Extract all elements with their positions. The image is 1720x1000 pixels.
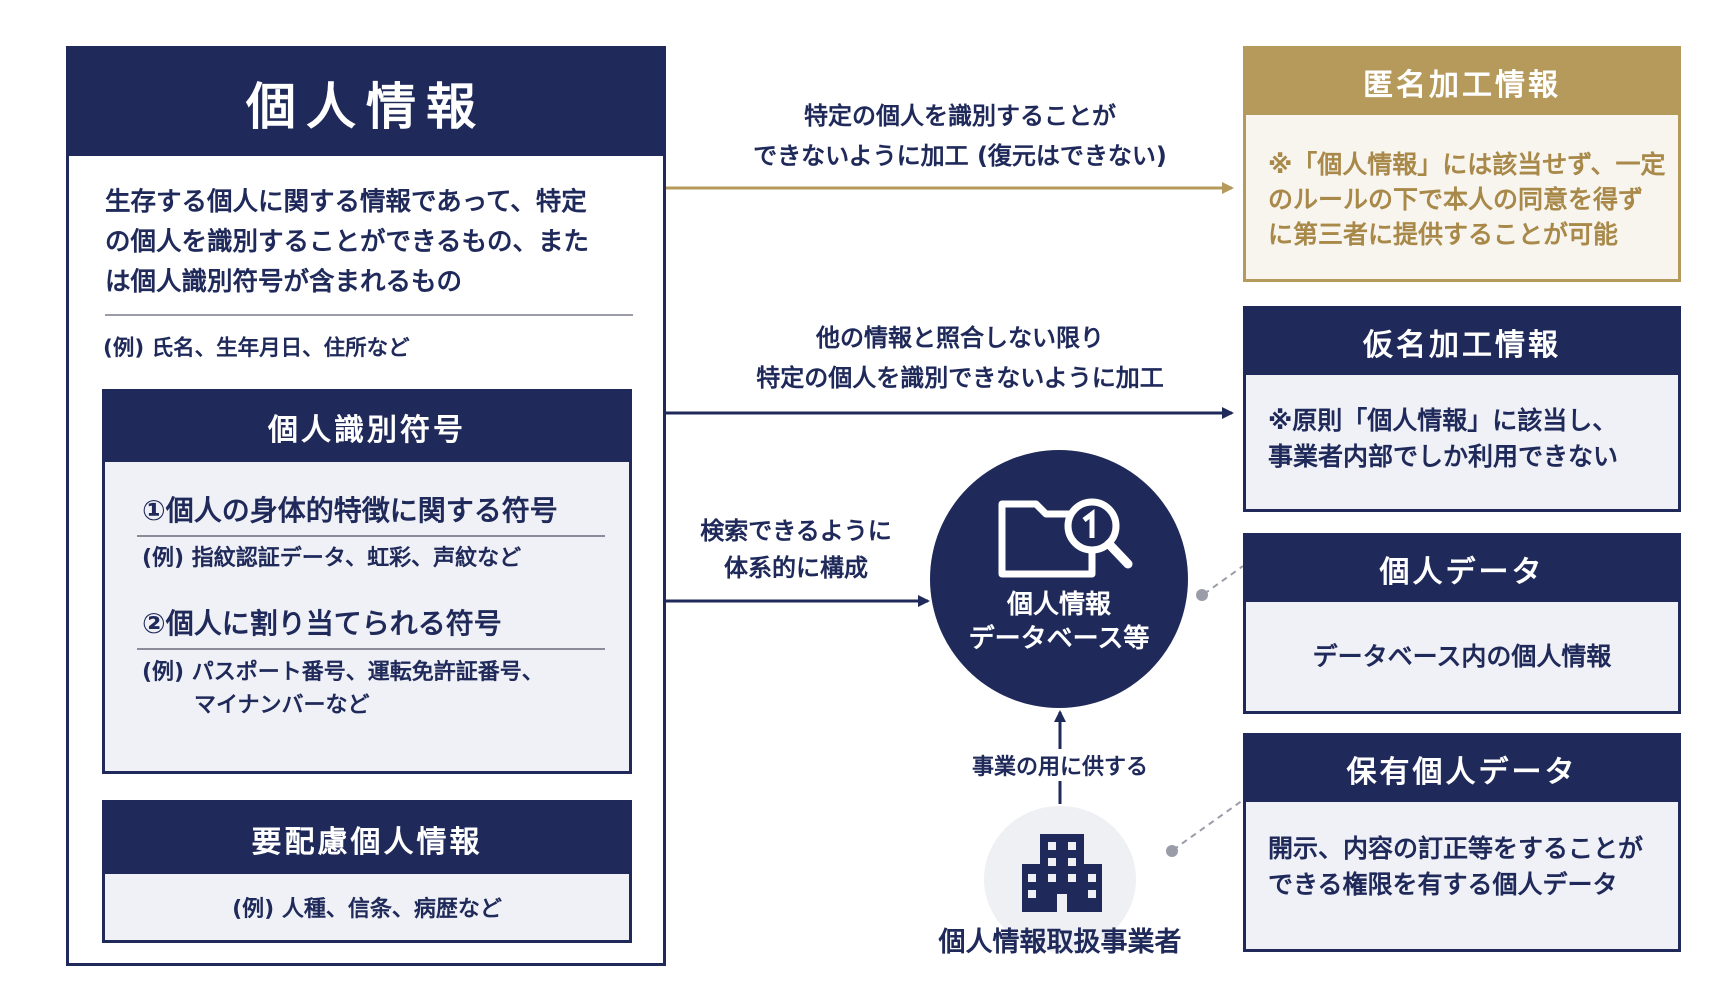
personal-data-title: 個人データ (1246, 536, 1678, 602)
connector-retained-data (1172, 799, 1244, 851)
pseudonymous-arrow-label: 他の情報と照合しない限り 特定の個人を識別できないように加工 (700, 318, 1220, 398)
database-label-line: 個人情報 (1006, 590, 1111, 620)
arrow-label-line: 他の情報と照合しない限り (816, 324, 1104, 352)
physical-feature-code-example: (例) 指紋認証データ、虹彩、声紋など (142, 546, 522, 571)
identifier-code-box: 個人識別符号 ①個人の身体的特徴に関する符号 (例) 指紋認証データ、虹彩、声紋… (102, 389, 632, 774)
arrow-label-line: 特定の個人を識別できないように加工 (756, 364, 1164, 392)
divider (137, 648, 605, 650)
pseudonymous-info-body: ※原則「個人情報」に該当し、 事業者内部でしか利用できない (1268, 403, 1666, 475)
body-line: 開示、内容の訂正等をすることが (1268, 834, 1644, 863)
body-line: ※原則「個人情報」に該当し、 (1268, 406, 1618, 435)
personal-info-panel: 個人情報 生存する個人に関する情報であって、特定 の個人を識別することができるも… (66, 46, 666, 966)
pseudonymous-info-title: 仮名加工情報 (1246, 309, 1678, 375)
connector-personal-data (1203, 565, 1244, 595)
personal-info-example: (例) 氏名、生年月日、住所など (103, 336, 410, 361)
retained-data-box: 保有個人データ 開示、内容の訂正等をすることが できる権限を有する個人データ (1243, 733, 1681, 952)
personal-data-body: データベース内の個人情報 (1312, 641, 1612, 671)
divider (137, 535, 605, 537)
anonymous-info-box: 匿名加工情報 ※「個人情報」には該当せず、一定 のルールの下で本人の同意を得ず … (1243, 46, 1681, 282)
definition-line: 生存する個人に関する情報であって、特定 (105, 187, 587, 217)
operator-label: 個人情報取扱事業者 (938, 927, 1182, 958)
assigned-code-example-line: (例) パスポート番号、運転免許証番号、 (142, 660, 544, 685)
arrow-label-line: できないように加工 (復元はできない) (753, 142, 1167, 170)
sensitive-info-box: 要配慮個人情報 (例) 人種、信条、病歴など (102, 800, 632, 943)
assigned-code-example: (例) パスポート番号、運転免許証番号、 マイナンバーなど (142, 656, 544, 722)
personal-info-database: 個人情報 データベース等 (930, 450, 1188, 708)
arrow-label-line: 体系的に構成 (724, 554, 868, 582)
building-icon (1022, 834, 1102, 912)
physical-feature-code-title: ①個人の身体的特徴に関する符号 (142, 494, 558, 527)
sensitive-info-example: (例) 人種、信条、病歴など (232, 897, 502, 922)
database-label: 個人情報 データベース等 (930, 588, 1188, 656)
arrow-label-line: 検索できるように (700, 517, 892, 545)
body-line: できる権限を有する個人データ (1268, 870, 1618, 899)
personal-info-title: 個人情報 (69, 49, 663, 156)
retained-data-title: 保有個人データ (1246, 736, 1678, 802)
assigned-code-example-line: マイナンバーなど (194, 693, 370, 718)
identifier-code-title: 個人識別符号 (105, 392, 629, 462)
body-line: に第三者に提供することが可能 (1268, 220, 1619, 249)
personal-data-box: 個人データ データベース内の個人情報 (1243, 533, 1681, 714)
definition-line: は個人識別符号が含まれるもの (105, 267, 463, 297)
business-use-label: 事業の用に供する (920, 749, 1200, 781)
personal-info-definition: 生存する個人に関する情報であって、特定 の個人を識別することができるもの、また … (105, 182, 640, 302)
divider (105, 314, 633, 316)
database-label-line: データベース等 (968, 624, 1150, 654)
database-arrow-label: 検索できるように 体系的に構成 (676, 513, 916, 587)
arrow-label-line: 特定の個人を識別することが (804, 102, 1116, 130)
connector-dot-retained-data (1166, 845, 1178, 857)
anonymous-arrow-label: 特定の個人を識別することが できないように加工 (復元はできない) (700, 96, 1220, 176)
connector-dot-personal-data (1196, 589, 1208, 601)
assigned-code-title: ②個人に割り当てられる符号 (142, 607, 502, 640)
anonymous-info-title: 匿名加工情報 (1246, 49, 1678, 115)
retained-data-body: 開示、内容の訂正等をすることが できる権限を有する個人データ (1268, 831, 1666, 903)
body-line: のルールの下で本人の同意を得ず (1268, 185, 1644, 214)
body-line: ※「個人情報」には該当せず、一定 (1268, 150, 1666, 179)
body-line: 事業者内部でしか利用できない (1268, 442, 1619, 471)
pseudonymous-info-box: 仮名加工情報 ※原則「個人情報」に該当し、 事業者内部でしか利用できない (1243, 306, 1681, 512)
definition-line: の個人を識別することができるもの、また (105, 227, 589, 257)
sensitive-info-title: 要配慮個人情報 (105, 803, 629, 874)
folder-search-icon (998, 498, 1133, 578)
anonymous-info-body: ※「個人情報」には該当せず、一定 のルールの下で本人の同意を得ず に第三者に提供… (1268, 147, 1666, 252)
